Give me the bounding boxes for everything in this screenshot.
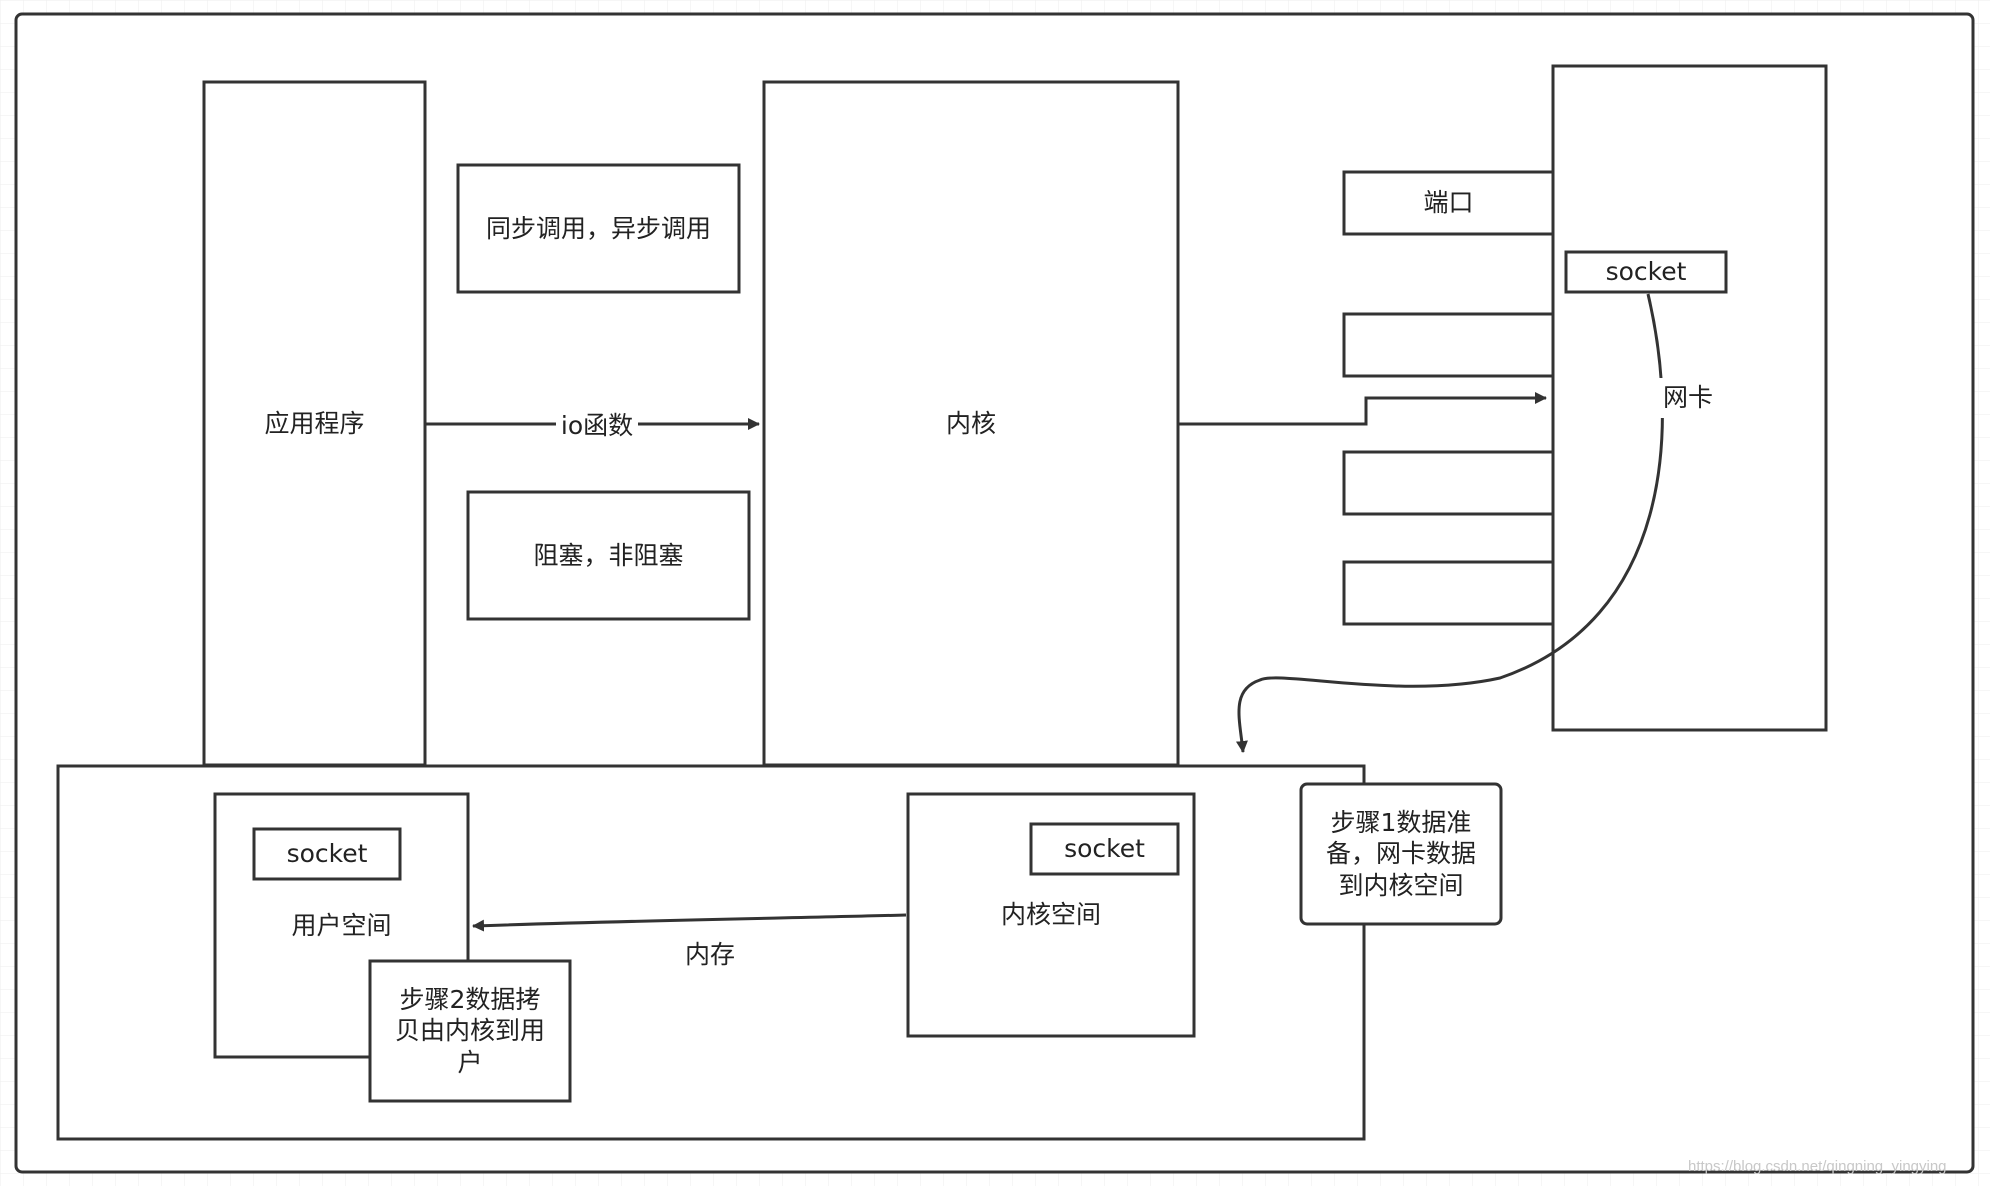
port-box[interactable] [1342, 170, 1555, 236]
nic-to-kernel-space-arrow [1235, 293, 1664, 753]
port-slot-2[interactable] [1342, 312, 1555, 378]
port-slot-3[interactable] [1342, 450, 1555, 516]
kernel-to-nic-arrow [1178, 392, 1547, 426]
kernel-box[interactable] [762, 80, 1180, 767]
nic-box[interactable] [1551, 64, 1828, 732]
nic-socket-box[interactable] [1564, 250, 1728, 294]
blocking-box[interactable] [466, 490, 751, 621]
user-socket-box[interactable] [252, 827, 402, 881]
port-slot-4[interactable] [1342, 560, 1555, 626]
kernel-to-user-copy-arrow [472, 913, 907, 932]
watermark: https://blog.csdn.net/qingning_yingying [1688, 1158, 1947, 1175]
sync-async-box[interactable] [456, 163, 741, 294]
kernel-socket-box[interactable] [1029, 822, 1180, 876]
step2-box[interactable] [368, 959, 572, 1103]
application-box[interactable] [202, 80, 427, 767]
step1-box[interactable] [1299, 782, 1503, 926]
